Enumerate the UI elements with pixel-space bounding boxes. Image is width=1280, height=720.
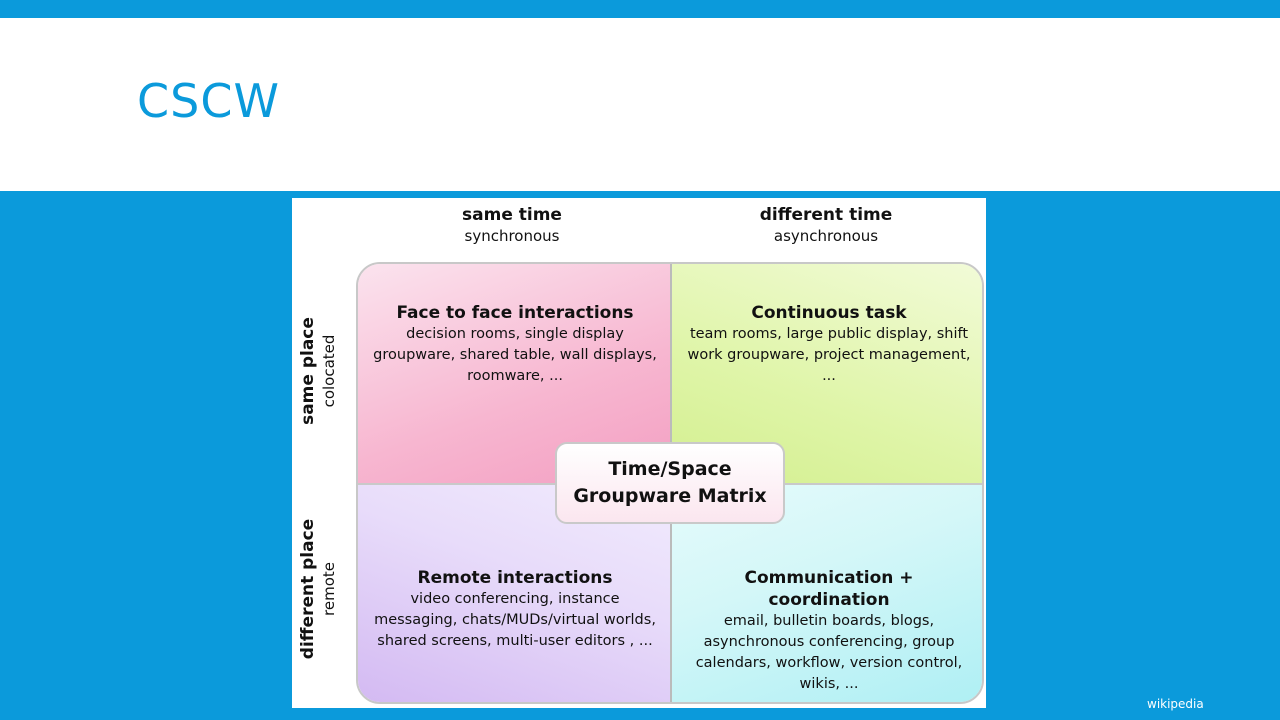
quadrant-title: Communication + coordination xyxy=(744,568,914,610)
matrix-grid: Face to face interactions decision rooms… xyxy=(356,262,984,704)
column-header-label: same time xyxy=(462,205,562,225)
row-header-same-place: same place colocated xyxy=(297,286,347,456)
quadrant-text: Communication + coordination email, bull… xyxy=(672,567,982,695)
row-header-label: same place xyxy=(298,317,318,425)
column-header-same-time: same time synchronous xyxy=(392,204,632,246)
quadrant-title: Remote interactions xyxy=(417,568,613,588)
top-accent-band xyxy=(0,0,1280,18)
quadrant-body: email, bulletin boards, blogs, asynchron… xyxy=(695,613,963,692)
image-credit: wikipedia xyxy=(1147,697,1204,711)
row-header-sublabel: remote xyxy=(320,562,338,616)
quadrant-face-to-face: Face to face interactions decision rooms… xyxy=(358,264,672,485)
row-header-label: different place xyxy=(298,518,318,660)
quadrant-title: Face to face interactions xyxy=(396,303,634,323)
quadrant-title: Continuous task xyxy=(751,303,907,323)
slide-title: CSCW xyxy=(137,74,280,128)
quadrant-body: team rooms, large public display, shift … xyxy=(687,326,971,384)
quadrant-text: Continuous task team rooms, large public… xyxy=(672,302,982,387)
quadrant-body: video conferencing, instance messaging, … xyxy=(374,591,656,649)
column-header-sublabel: asynchronous xyxy=(773,227,879,245)
row-header-different-place: different place remote xyxy=(297,504,347,674)
center-label-line: Groupware Matrix xyxy=(573,485,767,507)
row-header-sublabel: colocated xyxy=(320,334,338,408)
column-header-label: different time xyxy=(759,205,893,225)
groupware-matrix-figure: same time synchronous different time asy… xyxy=(292,198,986,708)
quadrant-text: Remote interactions video conferencing, … xyxy=(358,567,672,652)
quadrant-body: decision rooms, single display groupware… xyxy=(373,326,657,384)
column-header-different-time: different time asynchronous xyxy=(706,204,946,246)
matrix-center-label: Time/Space Groupware Matrix xyxy=(555,442,785,524)
column-header-sublabel: synchronous xyxy=(464,227,560,245)
center-label-line: Time/Space xyxy=(608,458,732,480)
quadrant-text: Face to face interactions decision rooms… xyxy=(358,302,672,387)
title-area: CSCW xyxy=(0,18,1280,191)
